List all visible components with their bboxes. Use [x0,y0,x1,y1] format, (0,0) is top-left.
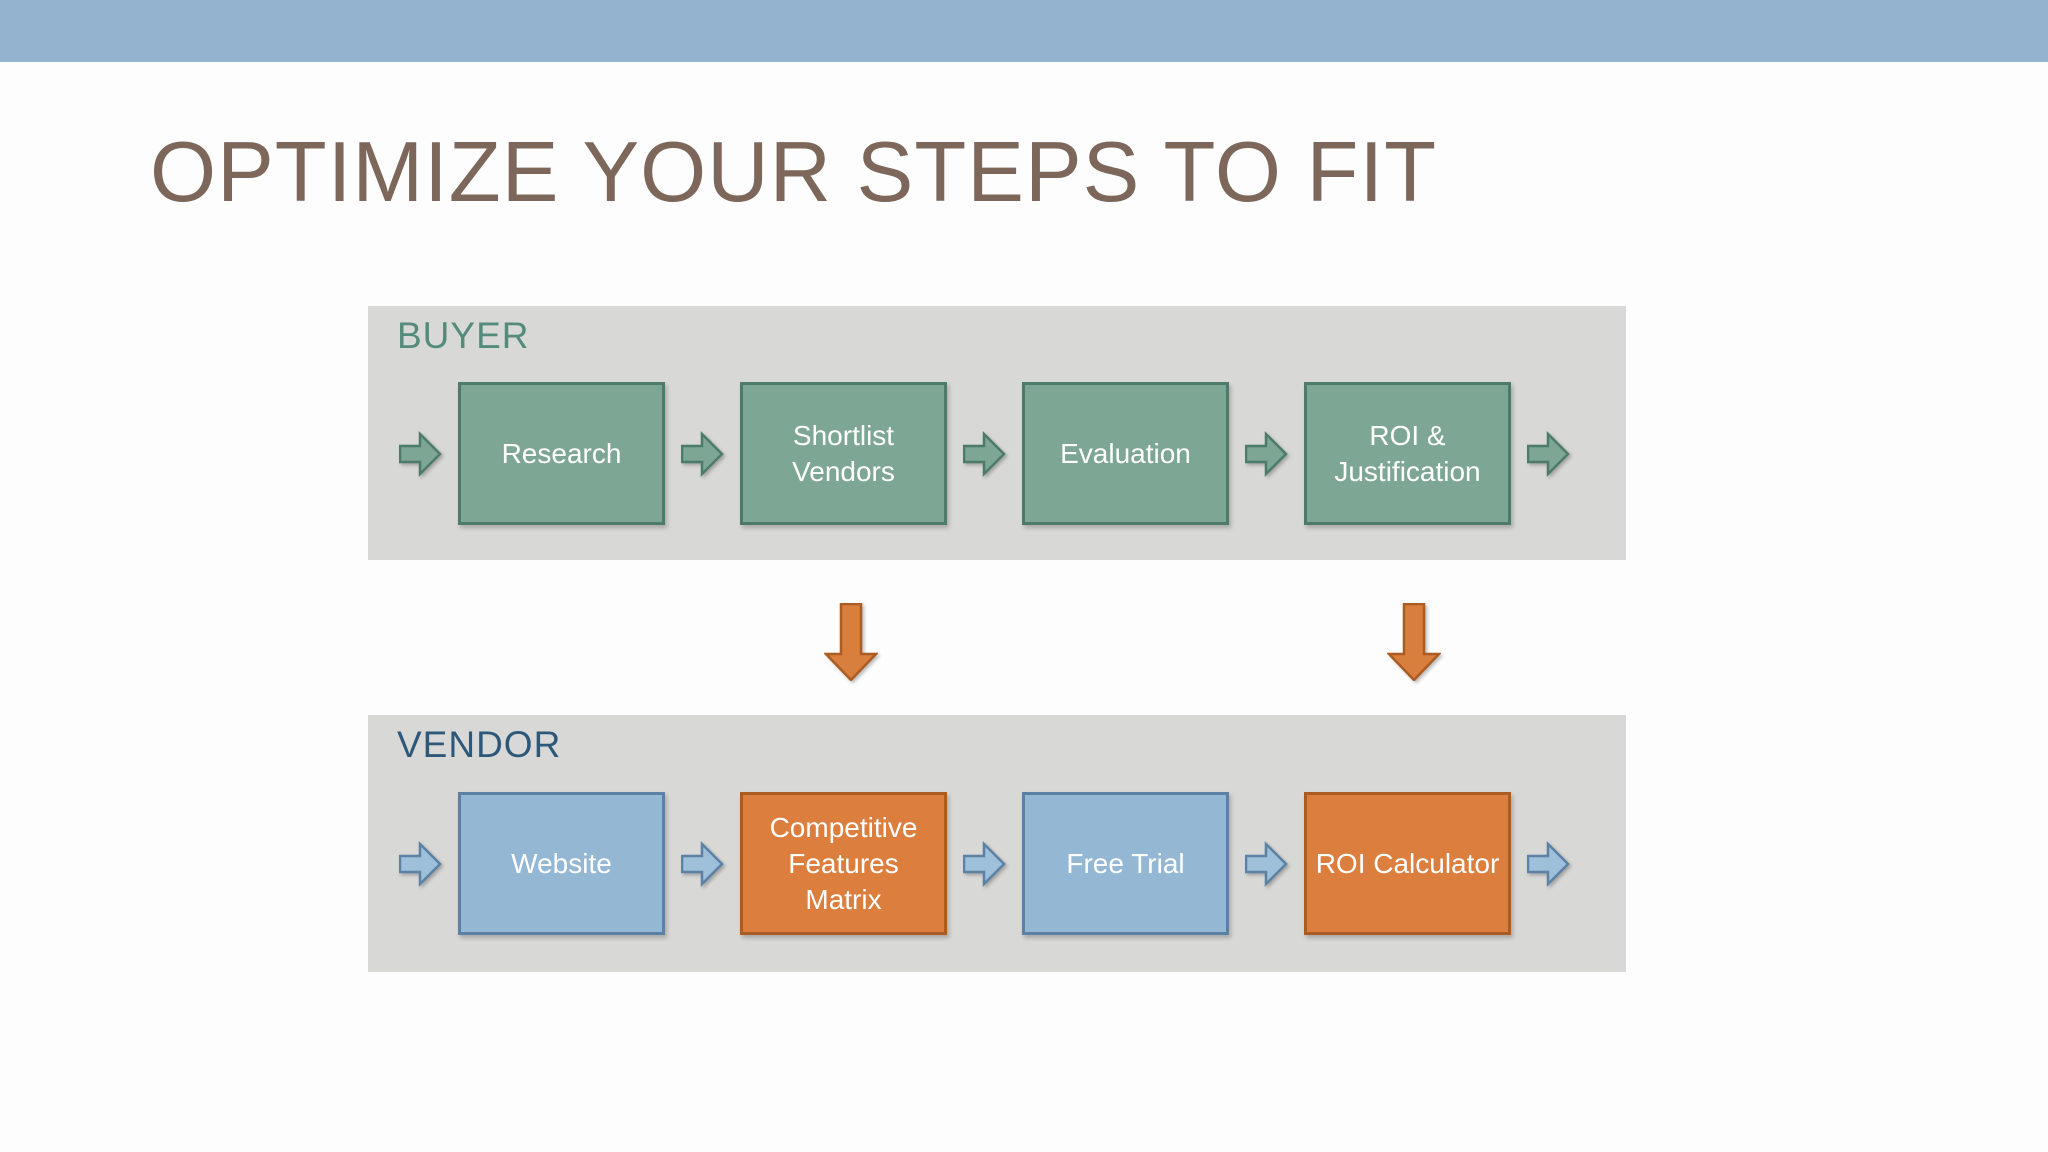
vendor-flow-row: Website Competitive Features Matrix Free… [399,792,1595,935]
right-arrow-icon [1245,840,1288,887]
step-label: ROI & Justification [1334,419,1481,487]
step-box-free-trial: Free Trial [1022,792,1229,935]
buyer-panel-label: BUYER [397,315,530,356]
right-arrow-icon [399,430,442,477]
right-arrow-icon [399,840,442,887]
step-box-shortlist-vendors: Shortlist Vendors [740,382,947,525]
step-label: Research [501,437,622,469]
vendor-panel-label: VENDOR [397,724,562,765]
step-box-evaluation: Evaluation [1022,382,1229,525]
step-box-roi-calculator: ROI Calculator [1304,792,1511,935]
buyer-flow-row: Research Shortlist Vendors Evaluation RO… [399,382,1595,525]
vendor-panel: VENDOR Website Competitive Features Matr… [368,715,1626,972]
step-box-competitive-features-matrix: Competitive Features Matrix [740,792,947,935]
buyer-panel: BUYER Research Shortlist Vendors Evaluat… [368,306,1626,560]
right-arrow-icon [681,430,724,477]
right-arrow-icon [963,430,1006,477]
right-arrow-icon [1527,840,1570,887]
right-arrow-icon [963,840,1006,887]
down-arrow-icon [824,603,878,681]
right-arrow-icon [681,840,724,887]
down-arrow-icon [1387,603,1441,681]
step-label: Competitive Features Matrix [769,811,918,915]
step-label: Evaluation [1060,437,1191,469]
step-label: ROI Calculator [1315,847,1500,879]
slide-title: OPTIMIZE YOUR STEPS TO FIT [150,125,1438,220]
step-label: Free Trial [1066,847,1185,879]
step-label: Website [511,847,612,879]
right-arrow-icon [1527,430,1570,477]
step-box-research: Research [458,382,665,525]
right-arrow-icon [1245,430,1288,477]
step-box-roi-justification: ROI & Justification [1304,382,1511,525]
step-box-website: Website [458,792,665,935]
top-accent-bar [0,0,2048,62]
step-label: Shortlist Vendors [792,419,895,487]
